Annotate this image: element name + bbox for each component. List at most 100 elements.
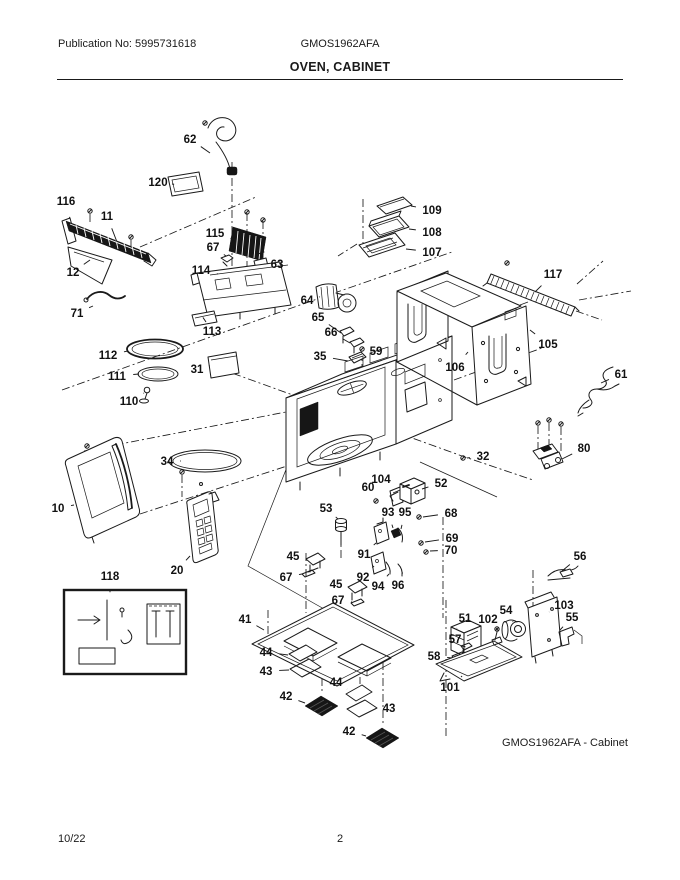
callout-103-label: 103 xyxy=(554,600,573,612)
callout-93-leader xyxy=(391,524,394,529)
callout-101-leader xyxy=(460,675,463,678)
callout-53-leader xyxy=(335,516,339,520)
part-55-bracket xyxy=(558,626,583,647)
part-62-cord xyxy=(207,117,238,176)
callout-69-label: 69 xyxy=(446,533,459,545)
callout-113-leader xyxy=(202,317,207,323)
callout-102-leader xyxy=(495,627,500,632)
callout-60-label: 60 xyxy=(362,482,375,494)
callout-70-label: 70 xyxy=(445,545,458,557)
callout-20-leader xyxy=(185,555,191,561)
callout-66-leader xyxy=(342,338,351,344)
callout-110-label: 110 xyxy=(120,396,139,408)
callout-54-label: 54 xyxy=(500,605,513,617)
callout-11-leader xyxy=(111,228,118,243)
callout-55-leader xyxy=(559,626,564,631)
callout-42-label: 42 xyxy=(280,691,293,703)
callout-35-label: 35 xyxy=(314,351,327,363)
part-52-latch xyxy=(389,477,426,505)
callout-94-leader xyxy=(386,573,390,577)
part-116-11-12-vent-grille xyxy=(61,217,157,285)
callout-67-label: 67 xyxy=(332,595,345,607)
callout-108-leader xyxy=(408,228,416,231)
callout-65-leader xyxy=(328,324,342,334)
callout-62-leader xyxy=(200,146,211,154)
footer-page-number: 2 xyxy=(336,833,344,845)
callout-43-label: 43 xyxy=(383,703,396,715)
part-101-base-bracket xyxy=(435,640,523,682)
callout-45-label: 45 xyxy=(330,579,343,591)
callout-44-label: 44 xyxy=(330,677,343,689)
part-61-wiring-harness xyxy=(577,366,620,417)
callout-106-leader xyxy=(465,351,469,355)
callout-104-leader xyxy=(391,489,393,491)
callout-106-label: 106 xyxy=(445,362,464,374)
callout-42-leader xyxy=(361,734,367,737)
callout-31-label: 31 xyxy=(191,364,204,376)
part-117-mounting-rail xyxy=(482,273,580,317)
callout-35-leader xyxy=(332,357,349,362)
callout-58-leader xyxy=(447,656,453,659)
part-120-plate xyxy=(167,171,204,197)
part-91-96-switches xyxy=(370,517,403,577)
callout-95-leader xyxy=(400,524,403,530)
callout-92-label: 92 xyxy=(357,572,370,584)
page-title: OVEN, CABINET xyxy=(289,60,391,74)
part-102-bracket xyxy=(491,631,503,646)
callout-12-leader xyxy=(83,259,91,265)
callout-67-label: 67 xyxy=(207,242,220,254)
publication-number: Publication No: 5995731618 xyxy=(58,38,197,50)
part-109-108-107-plates xyxy=(358,196,413,258)
callout-42-label: 42 xyxy=(343,726,356,738)
callout-69-leader xyxy=(424,539,440,543)
callout-20-label: 20 xyxy=(171,565,184,577)
part-10-door xyxy=(64,436,141,544)
callout-111-leader xyxy=(133,373,140,375)
part-111-ring xyxy=(137,366,179,382)
callout-61-leader xyxy=(600,378,610,384)
callout-67-leader xyxy=(223,254,227,257)
callout-32-label: 32 xyxy=(477,451,490,463)
callout-117-label: 117 xyxy=(544,269,563,281)
callout-42-leader xyxy=(298,700,306,704)
callout-10-label: 10 xyxy=(52,503,65,515)
part-80-thermostat xyxy=(532,443,564,470)
callout-53-label: 53 xyxy=(320,503,333,515)
callout-52-label: 52 xyxy=(435,478,448,490)
callout-57-leader xyxy=(463,645,466,648)
part-118-hardware-kit xyxy=(62,588,188,676)
callout-91-leader xyxy=(373,542,377,546)
part-45-67-brackets-a xyxy=(301,552,326,578)
callout-45-label: 45 xyxy=(287,551,300,563)
callout-67-label: 67 xyxy=(280,572,293,584)
callout-108-label: 108 xyxy=(422,227,442,239)
header-rule xyxy=(57,79,623,80)
callout-107-leader xyxy=(405,248,416,251)
callout-63-label: 63 xyxy=(271,259,284,271)
callout-71-leader xyxy=(88,305,94,309)
callout-109-label: 109 xyxy=(422,205,441,217)
callout-105-label: 105 xyxy=(538,339,558,351)
model-number: GMOS1962AFA xyxy=(300,38,380,50)
callout-120-label: 120 xyxy=(148,177,167,189)
callout-101-label: 101 xyxy=(440,682,460,694)
callout-91-label: 91 xyxy=(358,549,371,561)
part-105-106-wrapper xyxy=(396,270,532,406)
part-53-capacitor xyxy=(335,518,347,546)
callout-43-label: 43 xyxy=(260,666,273,678)
callout-96-label: 96 xyxy=(392,580,405,592)
callout-59-label: 59 xyxy=(370,346,383,358)
callout-105-leader xyxy=(529,329,536,335)
callout-71-label: 71 xyxy=(71,308,84,320)
callout-104-label: 104 xyxy=(371,474,391,486)
callout-116-label: 116 xyxy=(57,196,76,208)
callout-111-label: 111 xyxy=(108,371,127,383)
part-114-bracket xyxy=(190,261,292,324)
callout-62-label: 62 xyxy=(184,134,197,146)
callout-52-leader xyxy=(421,486,429,490)
callout-96-leader xyxy=(401,572,403,575)
callout-41-leader xyxy=(256,625,265,631)
callout-117-leader xyxy=(534,285,542,293)
